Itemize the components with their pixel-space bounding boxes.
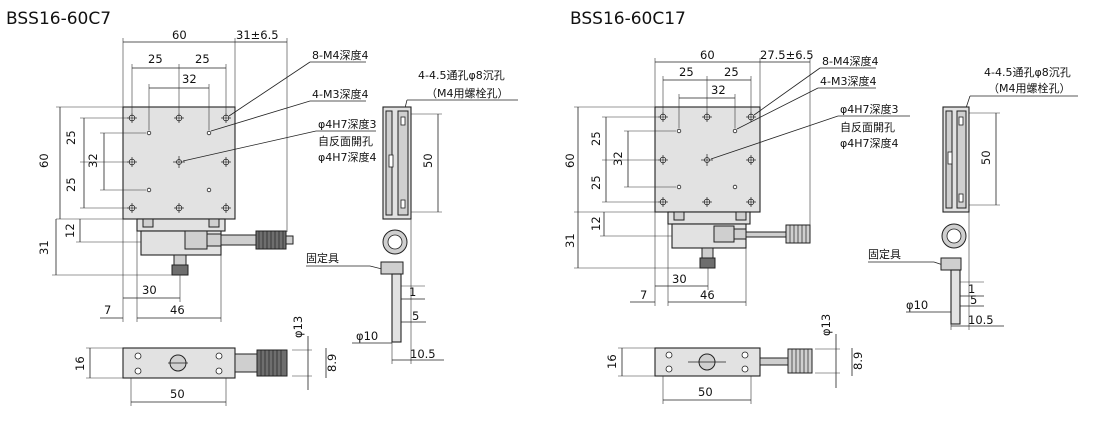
note-h7-1: φ4H7深度3 (840, 102, 899, 116)
hole-centerlines (127, 113, 231, 213)
dim-left-32: 32 (611, 151, 625, 166)
side-view: 50 1 5 10.5 φ10 (906, 106, 1004, 330)
note-h7-3: φ4H7深度4 (840, 136, 899, 150)
front-view (122, 106, 294, 276)
dim-16: 16 (73, 356, 87, 371)
dim-8-9: 8.9 (325, 354, 339, 372)
dim-pitch-c: 32 (182, 72, 197, 86)
dim-side-50: 50 (979, 150, 993, 165)
note-bolt-2: （M4用螺栓孔） (426, 86, 509, 100)
dim-left-25a: 25 (64, 130, 78, 145)
dim-height: 60 (563, 153, 577, 168)
note-h7-1: φ4H7深度3 (318, 117, 377, 131)
dim-pitch-a: 25 (148, 52, 163, 66)
dim-side-50: 50 (421, 153, 435, 168)
dim-5: 5 (970, 293, 977, 307)
note-h7-3: φ4H7深度4 (318, 150, 377, 164)
dim-phi13: φ13 (291, 316, 305, 338)
dim-phi13: φ13 (819, 314, 833, 336)
side-fixture (380, 261, 404, 275)
m3-holes (676, 128, 738, 190)
model-c17: BSS16-60C17 (563, 9, 1078, 404)
annotations: 8-M4深度4 4-M3深度4 φ4H7深度3 自反面開孔 φ4H7深度4 4-… (182, 48, 518, 271)
bottom-thimble (256, 349, 288, 377)
dim-offset: 27.5±6.5 (760, 48, 814, 62)
dim-7: 7 (104, 303, 111, 317)
note-h7-2: 自反面開孔 (318, 135, 373, 148)
dim-pitch-a: 25 (679, 65, 694, 79)
note-m4: 8-M4深度4 (312, 48, 368, 62)
note-bolt-1: 4-4.5通孔φ8沉孔 (418, 69, 505, 82)
end-clamp-right (208, 218, 220, 228)
dim-1: 1 (409, 285, 416, 299)
dim-12: 12 (63, 223, 77, 238)
dim-left-32: 32 (86, 153, 100, 168)
note-bolt-2: （M4用螺栓孔） (988, 81, 1071, 95)
dim-10-5: 10.5 (410, 347, 436, 361)
end-clamp-left (142, 218, 154, 228)
model-title: BSS16-60C7 (6, 9, 111, 29)
fixture-screw (173, 254, 187, 266)
fixture-knob (699, 257, 716, 269)
note-bolt-1: 4-4.5通孔φ8沉孔 (984, 66, 1071, 79)
dim-phi10: φ10 (906, 298, 928, 312)
front-dimensions: 60 27.5±6.5 25 25 32 60 25 25 (563, 48, 814, 306)
note-fixture: 固定具 (306, 251, 339, 265)
dim-12: 12 (589, 216, 603, 231)
dim-phi10: φ10 (356, 329, 378, 343)
hole-centerlines (658, 112, 756, 207)
dim-top-width: 60 (700, 48, 715, 62)
dim-31: 31 (37, 240, 51, 255)
front-dimensions: 60 31±6.5 25 25 32 60 25 25 (37, 28, 288, 322)
annotations: 8-M4深度4 4-M3深度4 φ4H7深度3 自反面開孔 φ4H7深度4 4-… (710, 54, 1078, 267)
fixture-screw (701, 247, 714, 259)
side-spindle (950, 269, 961, 325)
dim-offset: 31±6.5 (236, 28, 279, 42)
end-clamp-left (673, 211, 685, 221)
dim-8-9: 8.9 (851, 352, 865, 370)
dim-31: 31 (563, 233, 577, 248)
model-c7: BSS16-60C7 (6, 9, 518, 406)
side-fixture (940, 257, 962, 271)
dim-pitch-b: 25 (724, 65, 739, 79)
dim-30: 30 (672, 272, 687, 286)
dim-left-25b: 25 (64, 177, 78, 192)
fixture-knob (171, 264, 189, 276)
dim-pitch-c: 32 (711, 83, 726, 97)
note-m3: 4-M3深度4 (312, 87, 368, 101)
dim-10-5: 10.5 (968, 313, 994, 327)
note-m4: 8-M4深度4 (822, 54, 878, 68)
dim-7: 7 (640, 288, 647, 302)
note-fixture: 固定具 (868, 247, 901, 261)
dim-5: 5 (412, 309, 419, 323)
micrometer-head (184, 230, 294, 250)
dim-left-25a: 25 (589, 131, 603, 146)
bottom-view: φ13 8.9 16 50 (73, 316, 339, 406)
dim-46: 46 (170, 303, 185, 317)
end-clamp-right (735, 211, 747, 221)
front-view (654, 106, 811, 269)
side-spindle (391, 273, 402, 343)
dim-top-width: 60 (172, 28, 187, 42)
dim-46: 46 (700, 288, 715, 302)
dim-30: 30 (142, 283, 157, 297)
dim-bottom-50: 50 (170, 387, 185, 401)
dim-left-25b: 25 (589, 175, 603, 190)
dim-height: 60 (37, 153, 51, 168)
bottom-view: φ13 8.9 16 50 (605, 314, 865, 404)
dim-16: 16 (605, 354, 619, 369)
note-m3: 4-M3深度4 (820, 74, 876, 88)
feed-screw-head (713, 224, 811, 244)
dim-1: 1 (968, 282, 975, 296)
m3-holes (146, 130, 212, 193)
dim-pitch-b: 25 (195, 52, 210, 66)
model-title: BSS16-60C17 (570, 9, 686, 29)
note-h7-2: 自反面開孔 (840, 121, 895, 134)
dim-bottom-50: 50 (698, 385, 713, 399)
side-view: 50 1 5 10.5 φ10 (352, 106, 444, 364)
